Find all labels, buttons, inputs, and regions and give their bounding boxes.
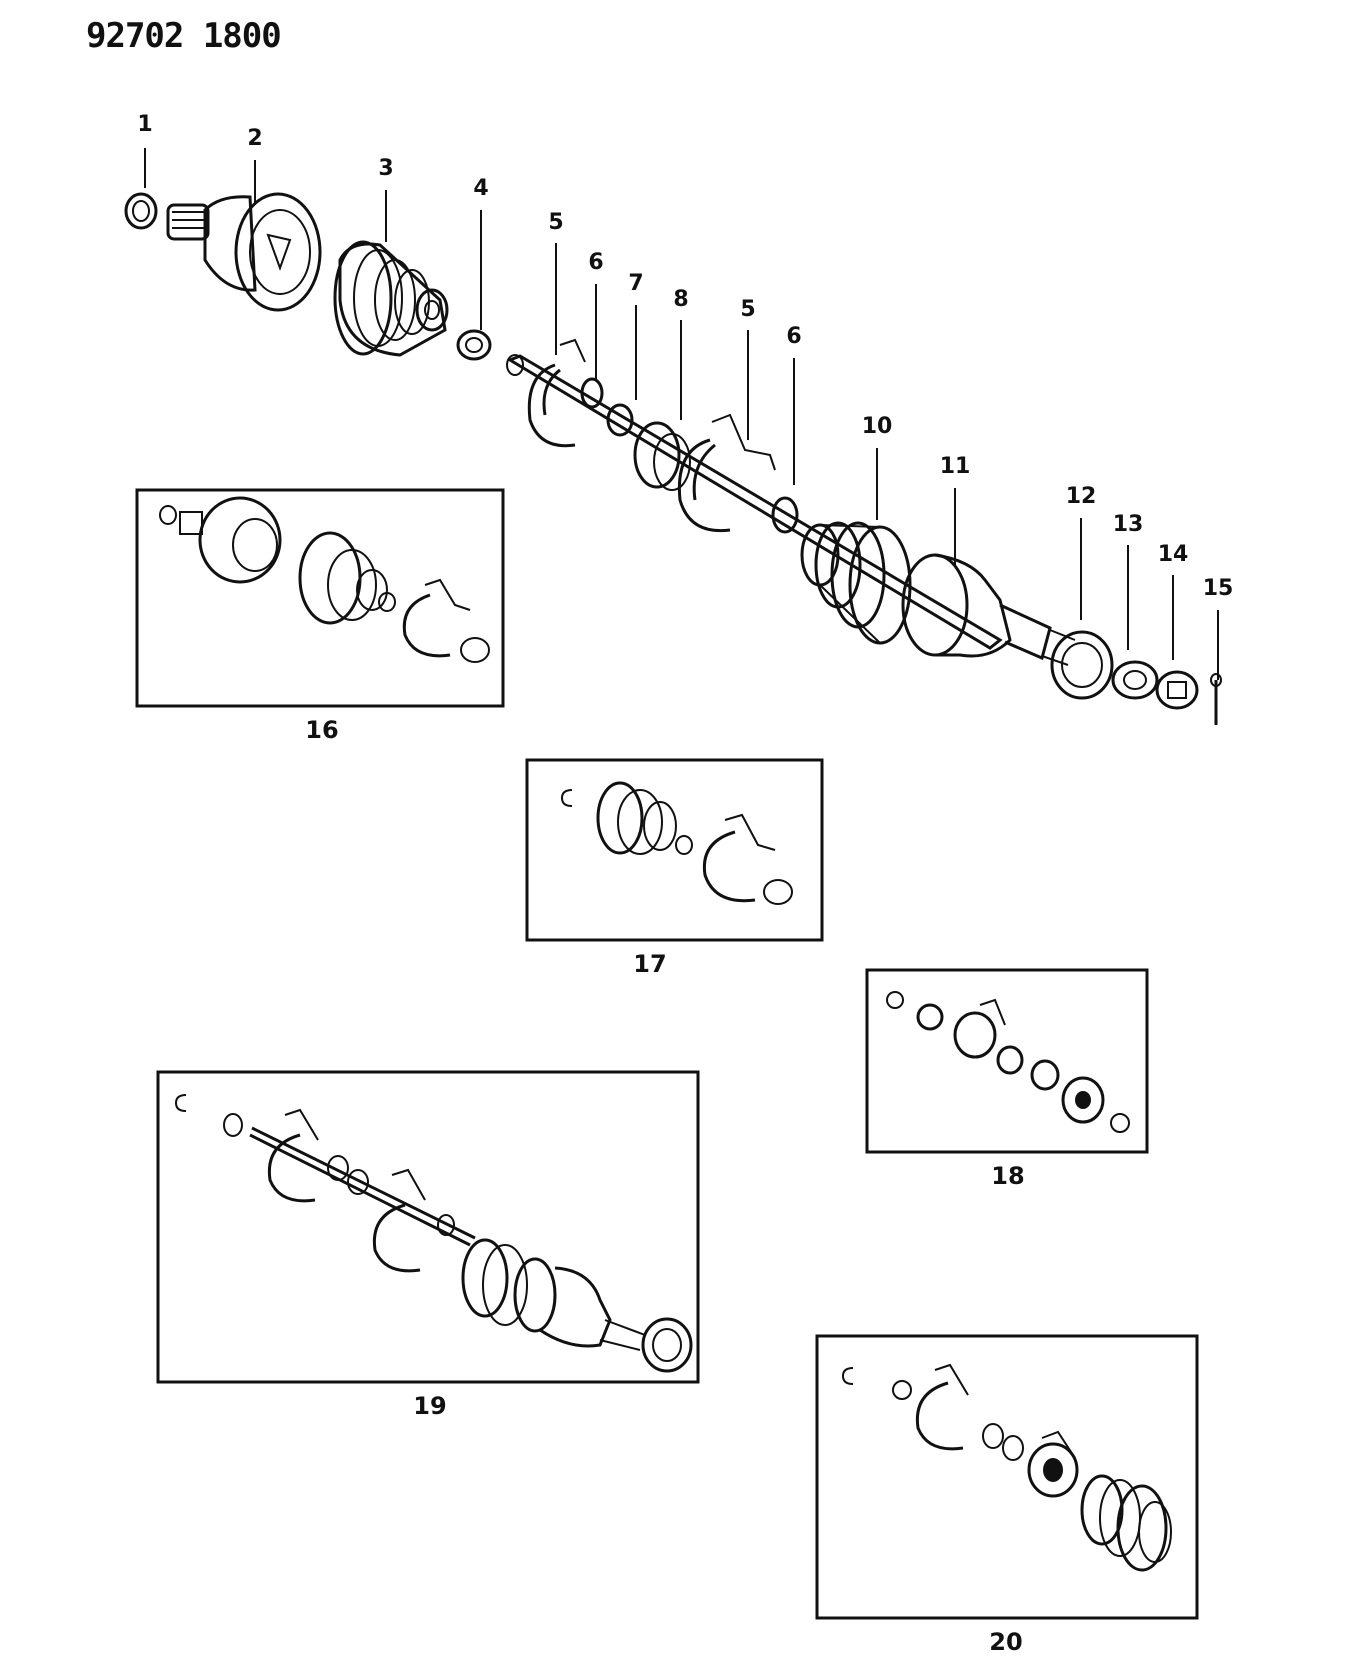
part-5-band-b xyxy=(677,413,776,533)
callout-15: 15 xyxy=(1202,576,1234,601)
callout-5a: 5 xyxy=(548,210,564,235)
callout-1: 1 xyxy=(137,112,153,137)
kit-20-box xyxy=(815,1334,1199,1620)
kit-label-16: 16 xyxy=(305,716,339,744)
kit-19-box xyxy=(156,1070,700,1384)
part-1-snap-ring xyxy=(124,192,158,230)
part-9-shaft xyxy=(506,354,1003,650)
callout-2: 2 xyxy=(247,126,263,151)
kit-label-18: 18 xyxy=(991,1162,1025,1190)
part-6-7-clips-a xyxy=(580,377,634,437)
callout-13: 13 xyxy=(1112,512,1144,537)
part-2-inboard-joint xyxy=(166,192,322,312)
callout-11: 11 xyxy=(939,454,971,479)
callout-4: 4 xyxy=(473,176,489,201)
part-4-ring xyxy=(456,329,492,361)
part-15-cotter-pin xyxy=(1210,673,1222,725)
part-5-band-a xyxy=(527,338,586,448)
callout-8: 8 xyxy=(673,287,689,312)
callout-14: 14 xyxy=(1157,542,1189,567)
callout-7: 7 xyxy=(628,271,644,296)
part-12-dust-ring xyxy=(1050,630,1114,700)
part-6-clip-b xyxy=(771,496,799,534)
part-13-washer xyxy=(1111,660,1159,700)
callout-6b: 6 xyxy=(786,324,802,349)
part-10-outboard-boot xyxy=(800,521,912,645)
callout-12: 12 xyxy=(1065,484,1097,509)
callout-6a: 6 xyxy=(588,250,604,275)
kit-label-17: 17 xyxy=(633,950,667,978)
kit-16-box xyxy=(135,488,505,708)
part-11-outer-joint xyxy=(901,553,1076,666)
callout-10: 10 xyxy=(861,414,893,439)
kit-18-box xyxy=(865,968,1149,1154)
drawing-code: 92702 1800 xyxy=(86,16,282,56)
part-3-boot xyxy=(333,240,449,357)
part-8-damper xyxy=(633,421,691,491)
kit-label-20: 20 xyxy=(989,1628,1023,1656)
kit-label-19: 19 xyxy=(413,1392,447,1420)
callout-3: 3 xyxy=(378,156,394,181)
part-14-nut xyxy=(1155,670,1199,710)
kit-17-box xyxy=(525,758,824,942)
callout-5b: 5 xyxy=(740,297,756,322)
leader-lines xyxy=(144,148,1219,680)
